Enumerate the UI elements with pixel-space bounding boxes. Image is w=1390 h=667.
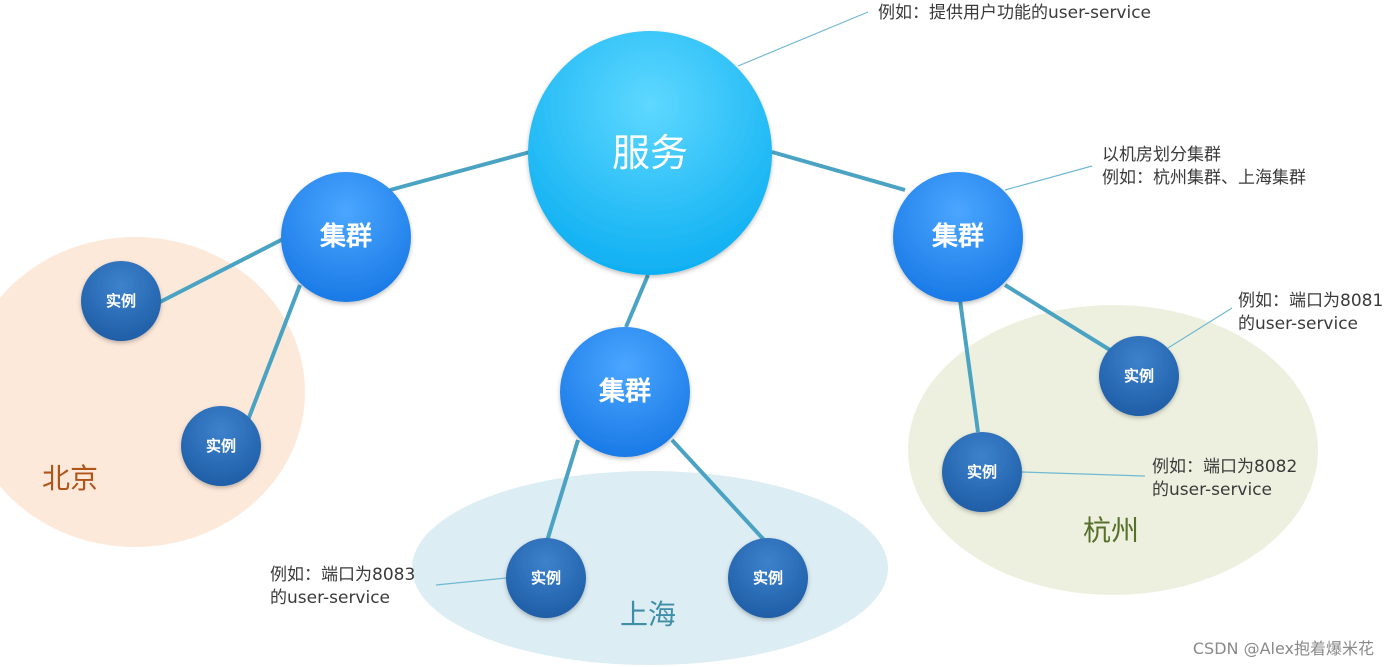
callout-sh1	[435, 577, 507, 586]
note-hz2-line1: 例如：端口为8082	[1152, 457, 1297, 477]
instance-label: 实例	[753, 569, 783, 587]
callout-cluster	[1004, 165, 1093, 191]
instance-label: 实例	[106, 292, 136, 310]
edge-service-cluster-beijing	[389, 150, 531, 192]
instance-label: 实例	[531, 569, 561, 587]
callout-hz1	[1167, 307, 1233, 349]
cluster-node-shanghai: 集群	[560, 327, 690, 457]
watermark: CSDN @Alex抱着爆米花	[1192, 639, 1374, 658]
hangzhou-region	[908, 305, 1318, 595]
cluster-node-hangzhou: 集群	[893, 172, 1023, 302]
shanghai-region	[412, 471, 888, 665]
edge-cluster-hangzhou-instance-1	[1003, 283, 1112, 352]
region-label-hangzhou: 杭州	[1083, 514, 1139, 547]
note-hz1-line2: 的user-service	[1238, 314, 1358, 334]
callout-service	[737, 11, 869, 67]
edge-cluster-shanghai-instance-1	[545, 439, 580, 542]
service-node: 服务	[528, 31, 772, 275]
region-label-shanghai: 上海	[620, 598, 676, 631]
edge-cluster-beijing-instance-2	[246, 284, 302, 421]
note-hz1-line1: 例如：端口为8081	[1238, 291, 1383, 311]
cluster-label-shanghai: 集群	[598, 376, 651, 407]
edges	[159, 150, 1112, 543]
instance-node-beijing-2: 实例	[181, 406, 261, 486]
region-label-beijing: 北京	[42, 462, 98, 495]
note-sh1-line2: 的user-service	[270, 588, 390, 608]
instance-label: 实例	[206, 437, 236, 455]
edge-service-cluster-shanghai	[624, 274, 650, 328]
cluster-label-hangzhou: 集群	[931, 221, 984, 252]
instance-node-hangzhou-2: 实例	[942, 432, 1022, 512]
edge-cluster-shanghai-instance-2	[670, 438, 767, 543]
instance-node-beijing-1: 实例	[81, 261, 161, 341]
note-cluster-line1: 以机房划分集群	[1102, 145, 1221, 165]
note-cluster-line2: 例如：杭州集群、上海集群	[1102, 168, 1306, 188]
note-hz2-line2: 的user-service	[1152, 480, 1272, 500]
callout-hz2	[1021, 471, 1146, 477]
cluster-node-beijing: 集群	[281, 172, 411, 302]
edge-cluster-hangzhou-instance-2	[958, 299, 980, 433]
service-label: 服务	[612, 131, 688, 175]
cluster-label-beijing: 集群	[319, 221, 372, 252]
edge-cluster-beijing-instance-1	[159, 236, 286, 304]
edge-service-cluster-hangzhou	[771, 150, 906, 192]
instance-node-shanghai-2: 实例	[728, 538, 808, 618]
instance-label: 实例	[1124, 367, 1154, 385]
instance-node-shanghai-1: 实例	[506, 538, 586, 618]
instance-node-hangzhou-1: 实例	[1099, 336, 1179, 416]
callouts	[435, 11, 1233, 586]
note-service: 例如：提供用户功能的user-service	[878, 3, 1151, 23]
note-sh1-line1: 例如：端口为8083	[270, 565, 415, 585]
instance-label: 实例	[967, 463, 997, 481]
